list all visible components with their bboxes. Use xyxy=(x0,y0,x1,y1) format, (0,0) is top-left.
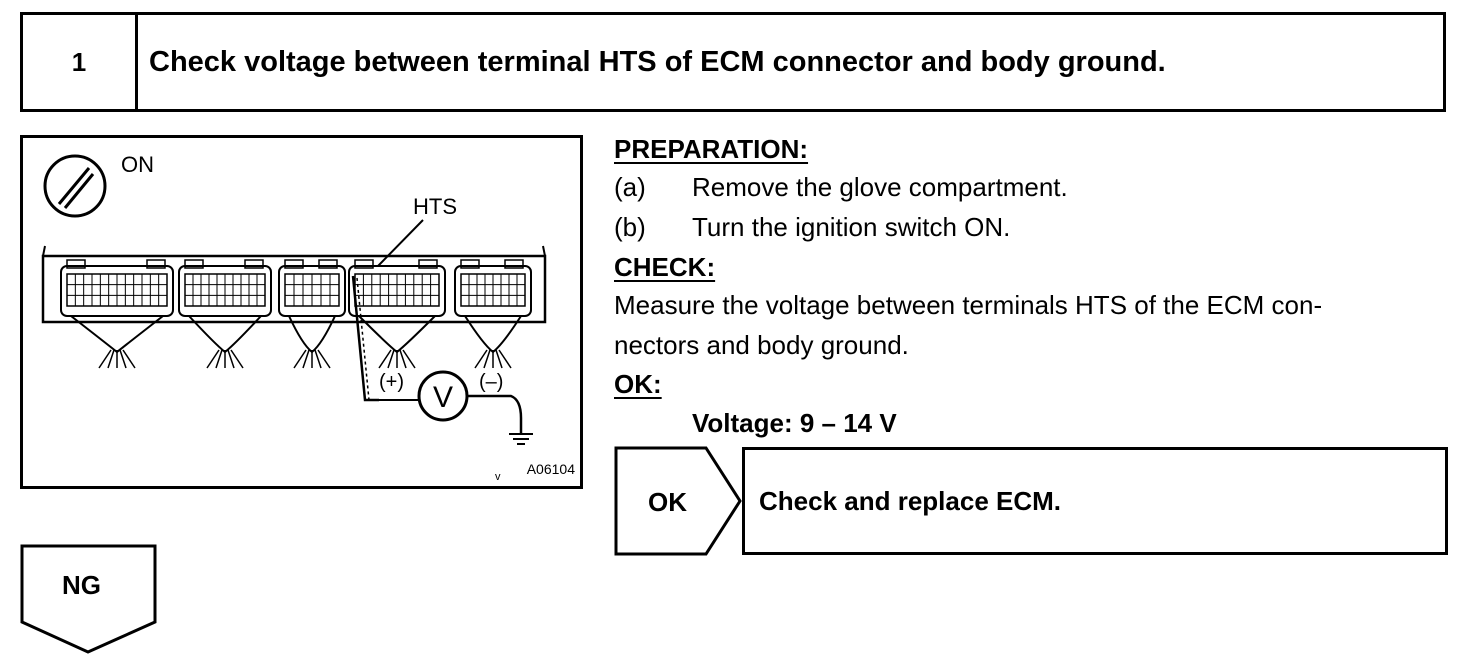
ecm-connector-5 xyxy=(454,259,532,369)
ignition-key-icon xyxy=(43,154,107,218)
hts-leader-line xyxy=(377,219,424,267)
ok-action-box: Check and replace ECM. xyxy=(742,447,1448,555)
figure-code: A06104 xyxy=(527,461,575,477)
check-line-1: Measure the voltage between terminals HT… xyxy=(614,290,1323,320)
ok-action-text: Check and replace ECM. xyxy=(759,485,1061,516)
ecm-connectors xyxy=(60,259,532,369)
ignition-on-label: ON xyxy=(121,152,154,177)
check-heading: CHECK: xyxy=(614,252,716,282)
ecm-connector-4 xyxy=(348,259,446,369)
ecm-connector-figure: ON HTS (+) V (–) v A06104 xyxy=(20,135,583,489)
prep-item-b-marker: (b) xyxy=(614,212,646,242)
ground-icon xyxy=(509,433,533,445)
ng-flow-label: NG xyxy=(62,570,101,600)
positive-label: (+) xyxy=(379,371,404,393)
step-title: Check voltage between terminal HTS of EC… xyxy=(149,45,1166,78)
step-number: 1 xyxy=(23,15,138,109)
check-line-2: nectors and body ground. xyxy=(614,330,909,360)
hts-label: HTS xyxy=(413,194,457,219)
ok-flow-label: OK xyxy=(648,487,687,517)
ecm-housing xyxy=(41,245,547,324)
ng-arrow-shape xyxy=(20,544,157,654)
preparation-heading: PREPARATION: xyxy=(614,134,809,164)
corner-mark: v xyxy=(495,471,501,483)
ecm-connector-2 xyxy=(178,259,272,369)
prep-item-b-text: Turn the ignition switch ON. xyxy=(692,212,1011,242)
negative-lead xyxy=(467,394,523,434)
ecm-connector-diagram: ON HTS (+) V (–) v A06104 xyxy=(41,152,575,483)
voltmeter-label: V xyxy=(433,381,453,414)
negative-label: (–) xyxy=(479,371,503,393)
positive-probe-wire xyxy=(351,275,379,402)
step-header: 1 Check voltage between terminal HTS of … xyxy=(20,12,1446,112)
voltage-spec: Voltage: 9 – 14 V xyxy=(692,408,897,438)
ok-heading: OK: xyxy=(614,369,662,399)
prep-item-a-marker: (a) xyxy=(614,172,646,202)
ecm-connector-1 xyxy=(60,259,174,369)
ecm-connector-3 xyxy=(278,259,346,369)
prep-item-a-text: Remove the glove compartment. xyxy=(692,172,1068,202)
ok-arrow-shape xyxy=(614,446,742,556)
